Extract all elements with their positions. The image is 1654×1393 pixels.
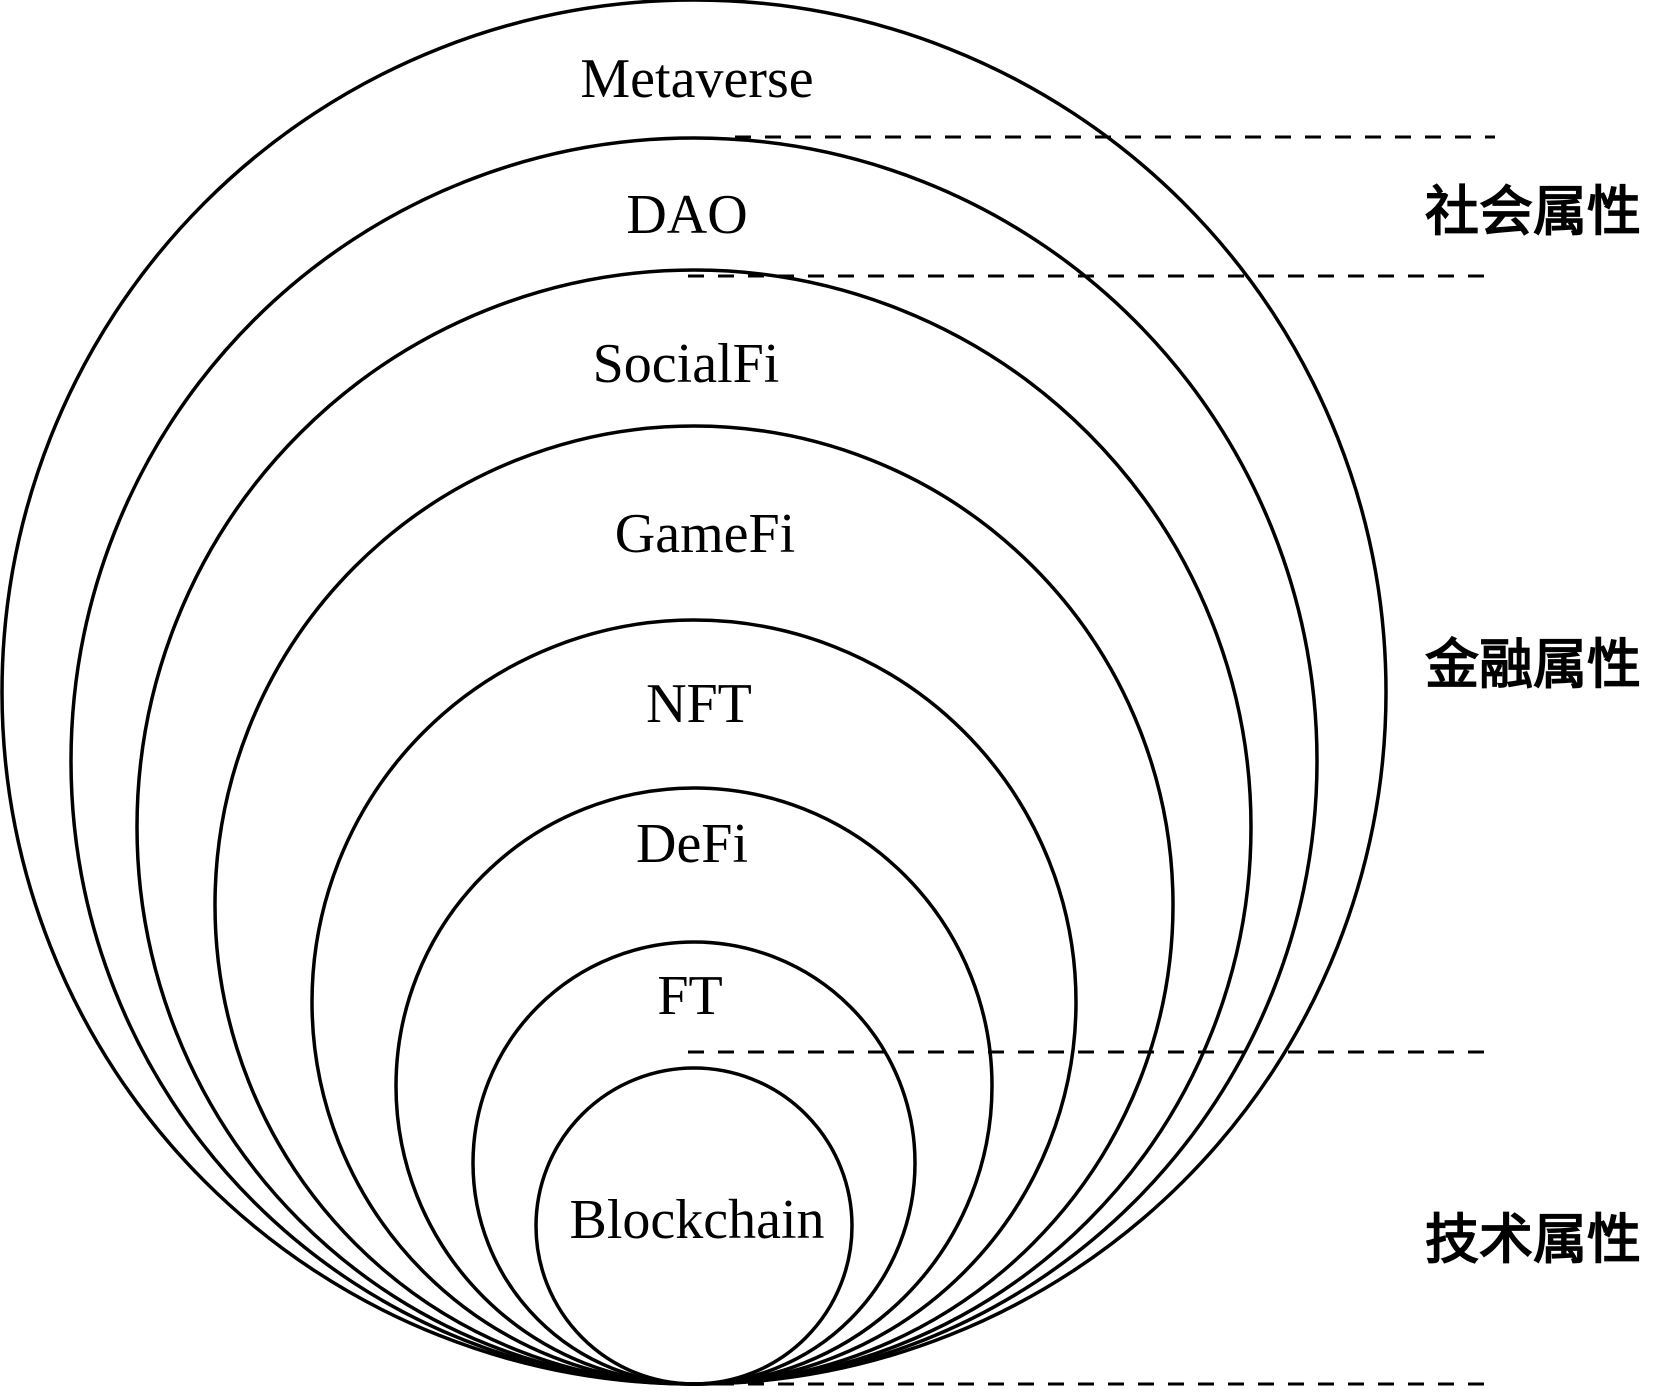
layer-label-defi: DeFi — [636, 813, 748, 875]
layer-label-blockchain: Blockchain — [569, 1189, 824, 1251]
layer-label-ft: FT — [657, 965, 722, 1027]
layer-label-dao: DAO — [626, 184, 747, 246]
layer-label-socialfi: SocialFi — [593, 333, 780, 395]
group-label-technical: 技术属性 — [1425, 1208, 1641, 1271]
group-label-social: 社会属性 — [1425, 180, 1641, 243]
layer-label-nft: NFT — [646, 673, 752, 735]
layer-label-gamefi: GameFi — [615, 503, 795, 565]
layer-label-metaverse: Metaverse — [580, 48, 813, 110]
group-label-financial: 金融属性 — [1424, 633, 1641, 696]
